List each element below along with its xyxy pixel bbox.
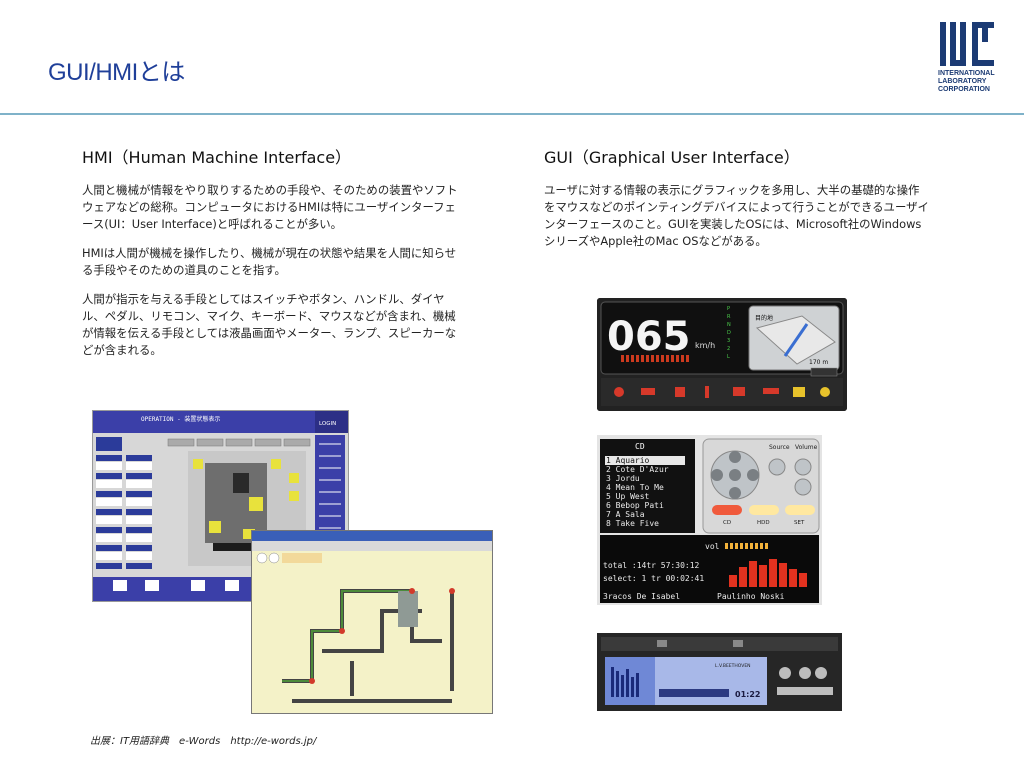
- logo-line: LABORATORY: [938, 78, 987, 85]
- gear-indicator: 3: [727, 338, 730, 344]
- hmi-paragraph: HMIは人間が機械を操作したり、機械が現在の状態や結果を人間に知らせる手段やその…: [82, 246, 457, 277]
- ilc-logo: INTERNATIONAL LABORATORY CORPORATION: [938, 18, 1004, 100]
- nav-distance: 170 m: [809, 359, 828, 366]
- hmi-panel-header: OPERATION - 装置状態表示: [141, 415, 220, 423]
- speed-readout: 065: [607, 314, 691, 360]
- gear-indicator: N: [727, 322, 731, 328]
- vol-label: vol: [705, 542, 720, 551]
- hdd-button: HDD: [757, 520, 770, 526]
- total-readout: total :14tr 57:30:12: [603, 561, 700, 570]
- hmi-section: HMI（Human Machine Interface） 人間と機械が情報をやり…: [82, 144, 464, 371]
- logo-line: CORPORATION: [938, 86, 990, 93]
- car-dashboard-image: 065 km/h P R N D 3 2 L 目的地 170 m: [597, 298, 847, 411]
- track-item: 1 Aquario: [606, 456, 650, 465]
- hmi-heading: HMI（Human Machine Interface）: [82, 148, 352, 167]
- gui-paragraph: ユーザに対する情報の表示にグラフィックを多用し、大半の基礎的な操作をマウスなどの…: [544, 183, 929, 248]
- track-item: 4 Mean To Me: [606, 483, 664, 492]
- cd-title: CD: [635, 442, 645, 451]
- cd-player-image: CD 1 Aquario 2 Cote D'Azur 3 Jordu 4 Mea…: [597, 435, 822, 605]
- track-item: 5 Up West: [606, 492, 650, 501]
- cd-button: CD: [723, 520, 731, 526]
- gui-section: GUI（Graphical User Interface） ユーザに対する情報の…: [544, 144, 929, 262]
- now-playing-right: Paulinho Noski: [717, 592, 785, 601]
- speed-unit: km/h: [695, 341, 715, 350]
- set-button: SET: [794, 520, 805, 526]
- track-item: 3 Jordu: [606, 474, 640, 483]
- track-item: 2 Cote D'Azur: [606, 465, 669, 474]
- login-label: LOGIN: [319, 421, 336, 427]
- gear-indicator: R: [727, 314, 731, 320]
- track-item: 7 A Sala: [606, 510, 645, 519]
- hmi-paragraph: 人間と機械が情報をやり取りするための手段や、そのための装置やソフトウェアなどの総…: [82, 183, 458, 231]
- track-item: 6 Bebop Pati: [606, 501, 664, 510]
- select-readout: select: 1 tr 00:02:41: [603, 574, 704, 583]
- title-underline: [0, 113, 1024, 115]
- gear-indicator: L: [727, 354, 730, 360]
- now-playing-left: 3racos De Isabel: [603, 592, 680, 601]
- logo-line: INTERNATIONAL: [938, 70, 995, 77]
- nav-destination-label: 目的地: [755, 314, 773, 322]
- ilc-logo-mark: [940, 22, 994, 66]
- hmi-conveyor-layout-image: [251, 530, 493, 714]
- gear-indicator: 2: [727, 346, 730, 352]
- volume-label: Volume: [795, 444, 818, 451]
- gui-heading: GUI（Graphical User Interface）: [544, 148, 800, 167]
- stereo-time: 01:22: [735, 690, 760, 699]
- track-item: 8 Take Five: [606, 519, 659, 528]
- page-title: GUI/HMIとは: [48, 59, 185, 86]
- hmi-paragraph: 人間が指示を与える手段としてはスイッチやボタン、ハンドル、ダイヤル、ペダル、リモ…: [82, 292, 457, 357]
- car-stereo-image: L.V.BEETHOVEN 01:22: [597, 633, 842, 711]
- gear-indicator: P: [727, 306, 730, 312]
- source-label: Source: [769, 444, 790, 451]
- source-citation: 出展：IT用語辞典 e-Words http://e-words.jp/: [90, 736, 317, 747]
- hmi-operation-panel-image: OPERATION - 装置状態表示 LOGIN: [92, 410, 349, 602]
- composer-label: L.V.BEETHOVEN: [715, 663, 751, 669]
- gear-indicator: D: [727, 330, 731, 336]
